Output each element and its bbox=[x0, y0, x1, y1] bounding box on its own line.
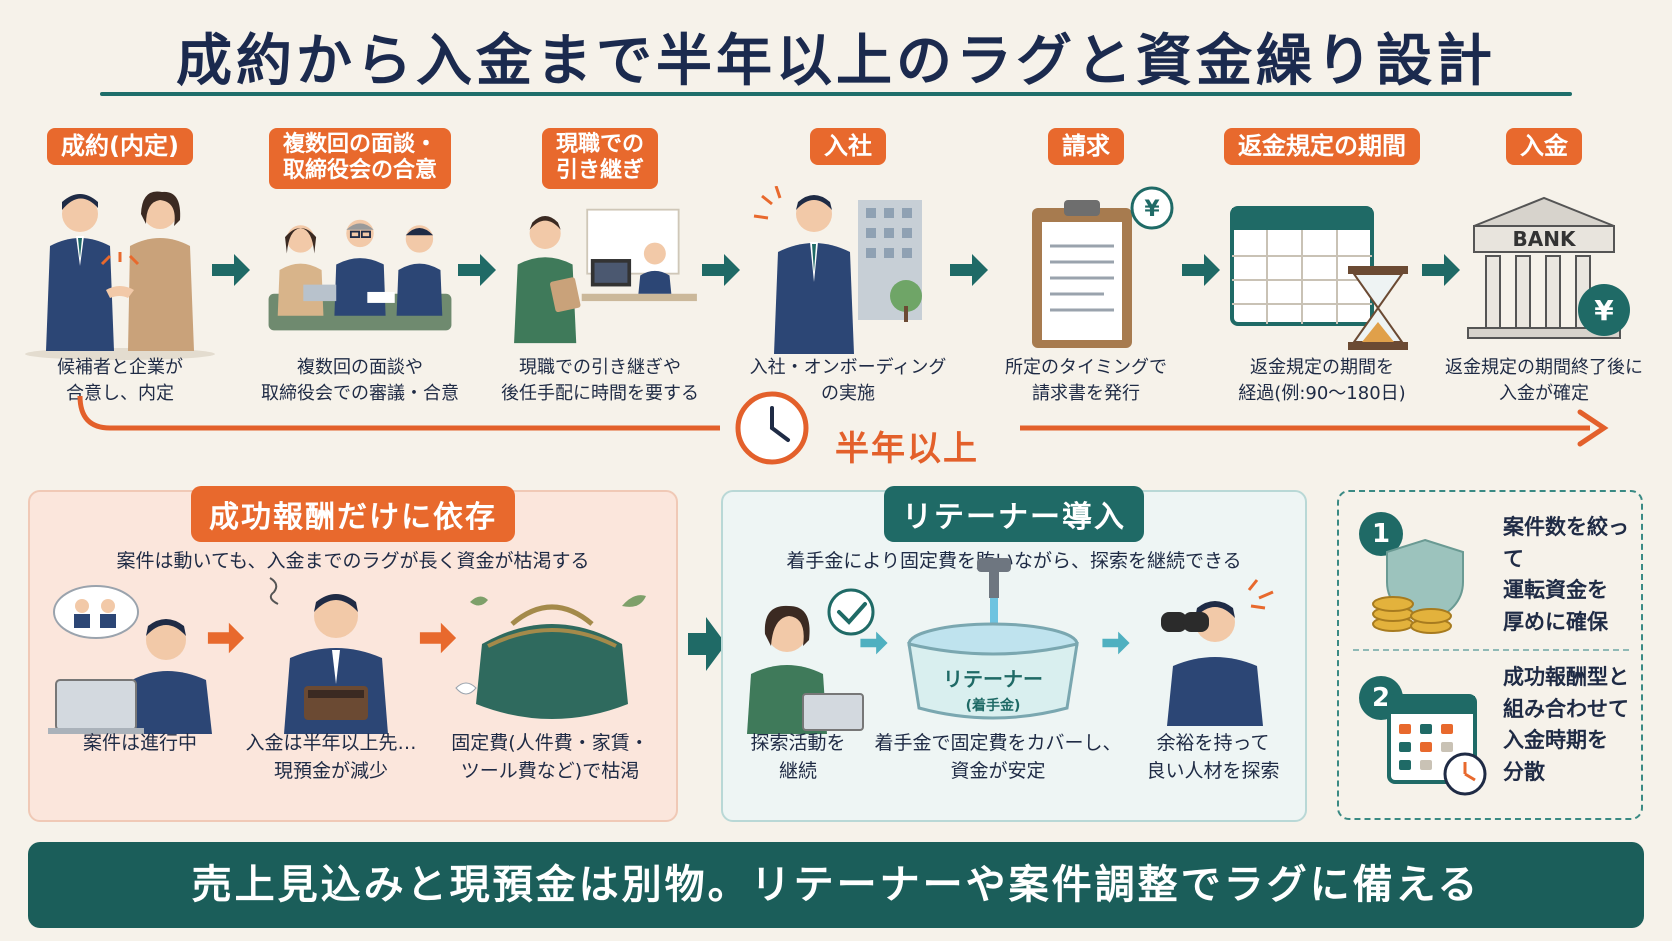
retainer-panel: リテーナー導入 着手金により固定費を賄いながら、探索を継続できる 探索活動を 継… bbox=[721, 486, 1307, 822]
page-title: 成約から入金まで半年以上のラグと資金繰り設計 bbox=[176, 29, 1496, 94]
step-payment: 入金 BANK ¥ 返金規定の期間終了後に 入金が確定 bbox=[1434, 128, 1654, 404]
handover-illustration bbox=[514, 208, 697, 344]
tip-divider bbox=[1353, 649, 1629, 651]
step-desc-text: 入社・オンボーディング の実施 bbox=[749, 357, 947, 405]
step-label: 現職での 引き継ぎ bbox=[541, 128, 658, 189]
arrow-right-icon bbox=[688, 617, 726, 671]
step-offer: 成約(内定) 候補者と企業が 合意し、内定 bbox=[10, 128, 230, 404]
svg-text:¥: ¥ bbox=[1594, 294, 1614, 327]
arrow-right-icon bbox=[1182, 254, 1220, 286]
left-caption-2: 入金は半年以上先… 現預金が減少 bbox=[245, 732, 417, 782]
arrow-right-icon bbox=[212, 254, 250, 286]
step-invoice: 請求 ¥ 所定のタイミングで 請求書を発行 bbox=[976, 128, 1196, 404]
tip-item: 2 成功報酬型と 組み合わせて 入金時期を 分散 bbox=[1353, 662, 1629, 812]
calendar-hourglass-illustration bbox=[1230, 206, 1408, 350]
arrow-right-icon bbox=[860, 631, 888, 655]
mid-caption-2: 着手金で固定費をカバーし、 資金が安定 bbox=[874, 732, 1122, 782]
retainer-tub-illustration: リテーナー (着手金) bbox=[907, 558, 1079, 720]
svg-text:リテーナー: リテーナー bbox=[943, 667, 1043, 691]
step-refund-period: 返金規定の期間 返金規定の期間を 経過(例:90〜180日) bbox=[1212, 128, 1432, 404]
meeting-illustration bbox=[268, 219, 452, 331]
panel-title: 成功報酬だけに依存 bbox=[191, 486, 515, 542]
svg-text:¥: ¥ bbox=[1144, 197, 1160, 222]
step-description: 現職での引き継ぎや 後任手配に時間を要する bbox=[480, 355, 720, 407]
step-desc-text: 返金規定の期間終了後に 入金が確定 bbox=[1445, 357, 1643, 405]
step-joining: 入社 入社・オンボーディング の実施 bbox=[738, 128, 958, 404]
step-label: 返金規定の期間 bbox=[1224, 128, 1420, 165]
step-description: 候補者と企業が 合意し、内定 bbox=[0, 355, 240, 407]
step-handover: 現職での 引き継ぎ 現職での引き継ぎや 後任手配に時間を要する bbox=[490, 128, 710, 404]
tip-text: 成功報酬型と 組み合わせて 入金時期を 分散 bbox=[1503, 665, 1629, 784]
step-desc-text: 返金規定の期間を 経過(例:90〜180日) bbox=[1238, 357, 1406, 405]
left-caption-3: 固定費(人件費・家賃・ ツール費など)で枯渇 bbox=[451, 732, 649, 782]
mid-caption-3: 余裕を持って 良い人材を探索 bbox=[1146, 732, 1280, 782]
step-label: 入社 bbox=[810, 128, 886, 165]
step-desc-text: 所定のタイミングで 請求書を発行 bbox=[1005, 357, 1167, 405]
left-caption-1: 案件は進行中 bbox=[82, 732, 197, 754]
empty-purse-illustration bbox=[455, 595, 646, 719]
step-description: 返金規定の期間を 経過(例:90〜180日) bbox=[1202, 355, 1442, 407]
step-label: 成約(内定) bbox=[47, 128, 193, 165]
tip-text: 案件数を絞って 運転資金を 厚めに確保 bbox=[1503, 515, 1629, 634]
arrow-right-icon bbox=[1422, 254, 1460, 286]
bank-illustration: BANK ¥ bbox=[1467, 196, 1630, 339]
step-meetings: 複数回の面談・ 取締役会の合意 複数回の面談や 取締役会での審議・合意 bbox=[250, 128, 470, 404]
step-description: 複数回の面談や 取締役会での審議・合意 bbox=[240, 355, 480, 407]
panel-subtitle: 着手金により固定費を賄いながら、探索を継続できる bbox=[786, 550, 1242, 572]
step-desc-text: 現職での引き継ぎや 後任手配に時間を要する bbox=[501, 357, 699, 405]
empty-wallet-worker-illustration bbox=[269, 577, 388, 734]
timeline-arrow bbox=[77, 391, 1609, 465]
step-label: 複数回の面談・ 取締役会の合意 bbox=[268, 128, 451, 189]
panel-title: リテーナー導入 bbox=[884, 486, 1144, 542]
arrow-right-icon bbox=[207, 622, 245, 654]
mid-caption-1: 探索活動を 継続 bbox=[750, 732, 846, 782]
step-description: 入社・オンボーディング の実施 bbox=[728, 355, 968, 407]
svg-text:BANK: BANK bbox=[1513, 227, 1577, 251]
handshake-illustration bbox=[25, 191, 215, 360]
worried-worker-illustration bbox=[48, 585, 212, 734]
panel-subtitle: 案件は動いても、入金までのラグが長く資金が枯渇する bbox=[116, 550, 590, 572]
success-fee-panel: 成功報酬だけに依存 案件は動いても、入金までのラグが長く資金が枯渇する 案件は進… bbox=[28, 486, 678, 822]
arrow-right-icon bbox=[1102, 631, 1130, 655]
title-underline bbox=[100, 92, 1572, 96]
tips-panel: 1 案件数を絞って 運転資金を 厚めに確保 2 成功報酬型と 組み合わせて 入金… bbox=[1337, 490, 1643, 820]
invoice-clipboard-illustration: ¥ bbox=[1032, 186, 1174, 348]
arrow-right-icon bbox=[458, 254, 496, 286]
step-desc-text: 複数回の面談や 取締役会での審議・合意 bbox=[261, 357, 459, 405]
searching-worker-illustration bbox=[747, 588, 875, 734]
step-description: 返金規定の期間終了後に 入金が確定 bbox=[1424, 355, 1664, 407]
bottom-banner: 売上見込みと現預金は別物。リテーナーや案件調整でラグに備える bbox=[28, 842, 1644, 928]
arrow-right-icon bbox=[950, 254, 988, 286]
step-desc-text: 候補者と企業が 合意し、内定 bbox=[57, 357, 183, 405]
new-hire-illustration bbox=[753, 186, 922, 354]
step-description: 所定のタイミングで 請求書を発行 bbox=[966, 355, 1206, 407]
svg-text:(着手金): (着手金) bbox=[966, 697, 1021, 714]
arrow-right-icon bbox=[702, 254, 740, 286]
binoculars-worker-illustration bbox=[1161, 579, 1274, 726]
shield-coins-icon bbox=[1372, 538, 1464, 634]
timeline-label: 半年以上 bbox=[835, 429, 979, 469]
step-label: 請求 bbox=[1048, 128, 1124, 165]
arrow-right-icon bbox=[419, 622, 457, 654]
step-label: 入金 bbox=[1506, 128, 1582, 165]
calendar-clock-icon bbox=[1387, 694, 1487, 796]
tip-item: 1 案件数を絞って 運転資金を 厚めに確保 bbox=[1353, 498, 1629, 648]
